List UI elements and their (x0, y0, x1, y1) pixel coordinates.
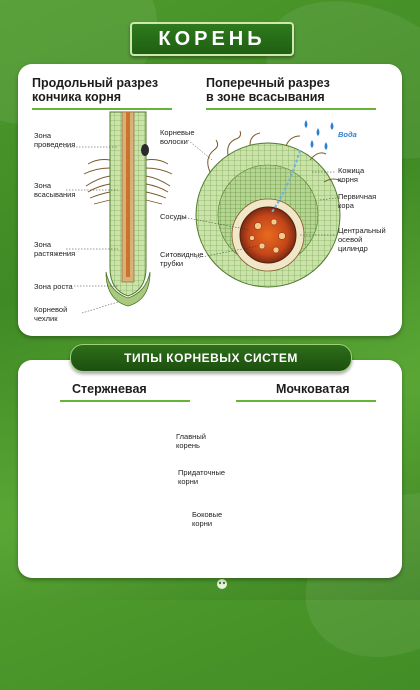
fibrous-heading: Мочковатая (276, 382, 350, 396)
illustration-layer (64, 111, 367, 589)
label-line: Центральный (338, 226, 386, 235)
label-line: цилиндр (338, 244, 368, 253)
longitudinal-heading-line2: кончика корня (32, 90, 122, 104)
label-water: Вода (338, 130, 357, 139)
label-line: трубки (160, 259, 184, 268)
label-line: корень (176, 441, 200, 450)
root-systems-banner: ТИПЫ КОРНЕВЫХ СИСТЕМ (70, 344, 352, 372)
label-line: Зона (34, 240, 52, 249)
divider (60, 400, 190, 402)
label-root-hairs: Корневые волоски (160, 128, 195, 146)
longitudinal-heading-line1: Продольный разрез (32, 76, 159, 90)
label-line: чехлик (34, 314, 58, 323)
label-line: корни (192, 519, 213, 528)
water-drops-icon (304, 120, 334, 150)
label-line: волоски (160, 137, 188, 146)
label-root-skin: Кожица корня (338, 166, 364, 184)
label-line: Придаточные (178, 468, 226, 477)
label-line: Корневой (34, 305, 68, 314)
label-line: осевой (338, 235, 363, 244)
label-line: всасывания (34, 190, 76, 199)
label-sieve-tubes: Ситовидные трубки (160, 250, 203, 268)
label-vessels: Сосуды (160, 212, 187, 221)
label-line: Боковые (192, 510, 223, 519)
label-root-cap: Корневой чехлик (34, 305, 67, 323)
label-primary-cortex: Первичная кора (338, 192, 376, 210)
label-line: Кожица (338, 166, 365, 175)
label-central-cylinder: Центральный осевой цилиндр (338, 226, 386, 253)
label-line: Зона (34, 131, 52, 140)
label-adventitious-roots: Придаточные корни (178, 468, 225, 486)
label-lateral-roots: Боковые корни (192, 510, 222, 528)
divider (206, 108, 376, 110)
cross-heading: Поперечный разрез в зоне всасывания (206, 76, 330, 104)
label-line: корни (178, 477, 199, 486)
label-line: Ситовидные (160, 250, 204, 259)
cross-heading-line1: Поперечный разрез (206, 76, 330, 90)
label-line: корня (338, 175, 358, 184)
page-title: КОРЕНЬ (130, 22, 294, 56)
divider (236, 400, 376, 402)
publisher-logo-icon (217, 579, 227, 589)
label-line: Главный (176, 432, 206, 441)
label-line: растяжения (34, 249, 76, 258)
label-absorption-zone: Зона всасывания (34, 181, 75, 199)
longitudinal-root-section (64, 111, 173, 314)
cross-root-section (181, 120, 343, 288)
label-main-root: Главный корень (176, 432, 206, 450)
label-conduction-zone: Зона проведения (34, 131, 75, 149)
label-elongation-zone: Зона растяжения (34, 240, 75, 258)
root-systems-panel (18, 360, 402, 578)
label-line: Корневые (160, 128, 195, 137)
label-growth-zone: Зона роста (34, 282, 73, 291)
cross-heading-line2: в зоне всасывания (206, 90, 325, 104)
label-line: кора (338, 201, 354, 210)
label-line: Зона (34, 181, 52, 190)
label-line: Первичная (338, 192, 377, 201)
label-line: проведения (34, 140, 76, 149)
divider (32, 108, 172, 110)
taproot-heading: Стержневая (72, 382, 147, 396)
longitudinal-heading: Продольный разрез кончика корня (32, 76, 158, 104)
